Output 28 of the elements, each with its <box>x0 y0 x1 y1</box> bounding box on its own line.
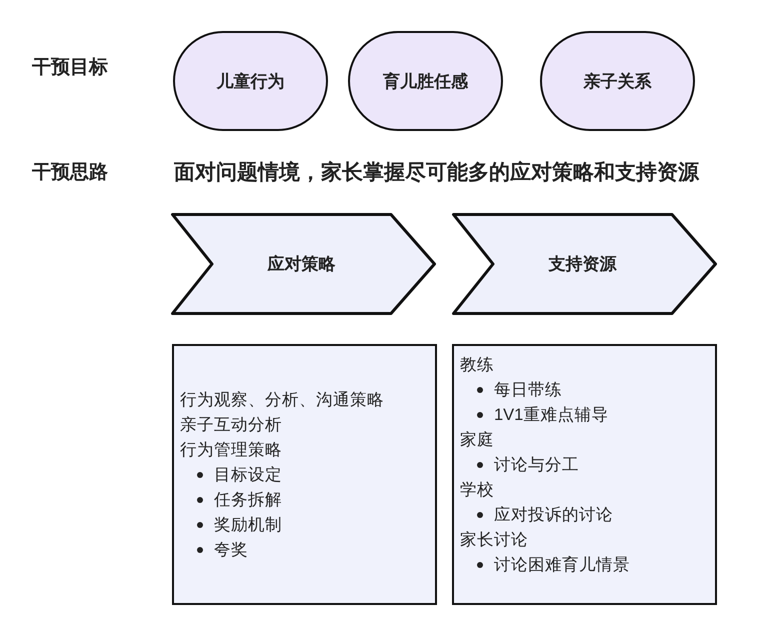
goal-label: 亲子关系 <box>584 70 652 92</box>
list-item: 1V1重难点辅导 <box>494 404 608 426</box>
list-heading: 行为管理策略 <box>180 440 282 460</box>
list-item: 每日带练 <box>494 380 562 400</box>
approach-statement: 面对问题情境，家长掌握尽可能多的应对策略和支持资源 <box>174 160 699 186</box>
chevron-shape <box>171 213 436 315</box>
list-heading: 学校 <box>460 480 494 500</box>
list-heading: 教练 <box>460 354 494 376</box>
row-heading: 干预目标 <box>32 57 108 80</box>
list-heading: 行为观察、分析、沟通策略 <box>180 390 384 410</box>
list-item: 应对投诉的讨论 <box>494 504 613 526</box>
list-item: 奖励机制 <box>214 514 282 536</box>
strategy-panel <box>172 344 437 605</box>
list-item: 目标设定 <box>214 464 282 486</box>
list-item: 讨论困难育儿情景 <box>494 554 630 576</box>
step-label: 应对策略 <box>268 254 336 276</box>
list-heading: 家长讨论 <box>460 530 528 550</box>
list-heading: 亲子互动分析 <box>180 414 282 436</box>
chevron-shape <box>452 213 717 315</box>
step-label: 支持资源 <box>548 254 616 276</box>
list-item: 讨论与分工 <box>494 454 579 476</box>
list-item: 任务拆解 <box>214 490 282 510</box>
goal-label: 儿童行为 <box>216 70 284 92</box>
list-item: 夸奖 <box>214 540 248 560</box>
list-heading: 家庭 <box>460 430 494 450</box>
row-heading: 干预思路 <box>32 162 108 185</box>
resource-panel <box>452 344 717 605</box>
goal-label: 育儿胜任感 <box>383 70 468 92</box>
